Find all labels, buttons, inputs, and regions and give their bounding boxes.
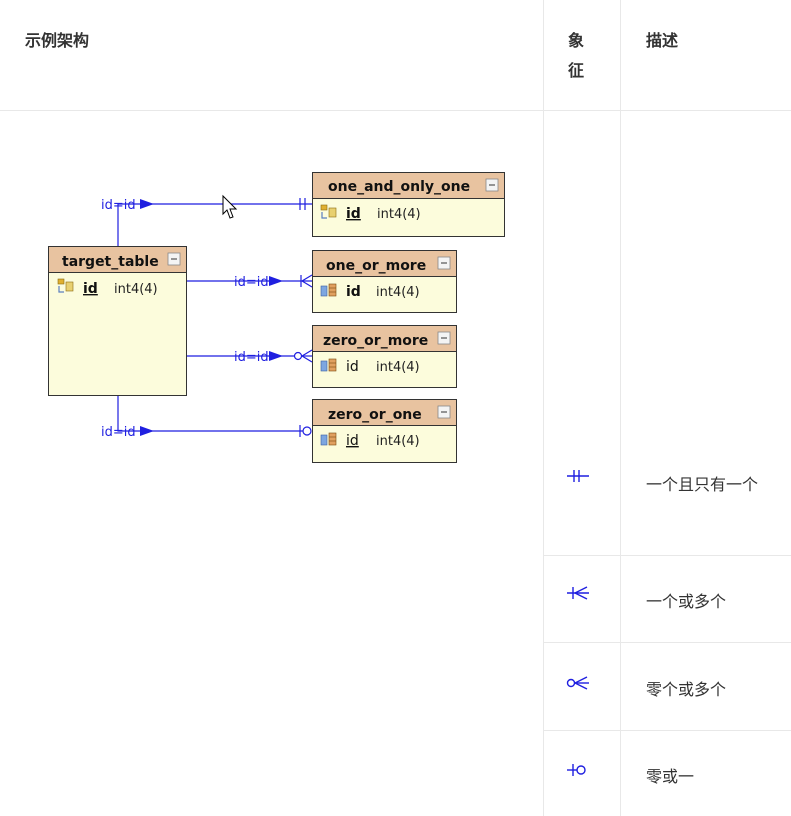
table-name: one_and_only_one <box>328 179 470 195</box>
column-type: int4(4) <box>376 434 420 449</box>
table-zero-or-more[interactable]: zero_or_more id int4(4) <box>312 325 457 388</box>
row-divider <box>543 555 791 556</box>
header-example-schema: 示例架构 <box>25 31 90 50</box>
cursor-icon <box>222 194 238 219</box>
collapse-icon <box>437 331 451 345</box>
header-description: 描述 <box>646 31 679 50</box>
header-symbol: 象征 <box>568 31 585 80</box>
table-zero-or-one[interactable]: zero_or_one id int4(4) <box>312 399 457 463</box>
description-zero-or-more: 零个或多个 <box>646 680 727 699</box>
table-name: zero_or_more <box>323 333 428 349</box>
table-name: zero_or_one <box>328 407 422 423</box>
target-table-box[interactable]: target_table id int4(4) <box>48 246 187 396</box>
description-one-or-more: 一个或多个 <box>646 592 727 611</box>
column-divider <box>620 0 621 816</box>
relation-label: id=id <box>101 198 136 213</box>
relation-label: id=id <box>234 275 269 290</box>
row-divider <box>543 730 791 731</box>
table-name: target_table <box>62 254 159 270</box>
one-or-more-icon <box>567 586 589 600</box>
table-one-and-only-one[interactable]: one_and_only_one id int4(4) <box>312 172 505 237</box>
column-name: id <box>346 359 359 375</box>
zero-or-more-icon <box>566 676 589 690</box>
description-zero-or-one: 零或一 <box>646 767 695 786</box>
one-and-only-one-icon <box>567 470 589 482</box>
description-one-and-only-one: 一个且只有一个 <box>646 475 759 494</box>
column-name: id <box>83 281 98 297</box>
column-type: int4(4) <box>114 282 158 297</box>
row-divider <box>543 642 791 643</box>
collapse-icon <box>437 405 451 419</box>
column-divider <box>543 0 544 816</box>
relation-label: id=id <box>101 425 136 440</box>
column-name: id <box>346 433 359 449</box>
column-name: id <box>346 206 361 222</box>
header-divider <box>0 110 791 111</box>
column-type: int4(4) <box>376 285 420 300</box>
column-name: id <box>346 284 361 300</box>
zero-or-one-icon <box>567 764 586 776</box>
collapse-icon <box>167 252 181 266</box>
collapse-icon <box>437 256 451 270</box>
er-diagram: id=id id=id id=id id=id target_table id … <box>48 172 505 463</box>
column-type: int4(4) <box>376 360 420 375</box>
relation-label: id=id <box>234 350 269 365</box>
table-name: one_or_more <box>326 258 426 274</box>
table-one-or-more[interactable]: one_or_more id int4(4) <box>312 250 457 313</box>
collapse-icon <box>485 178 499 192</box>
column-type: int4(4) <box>377 207 421 222</box>
